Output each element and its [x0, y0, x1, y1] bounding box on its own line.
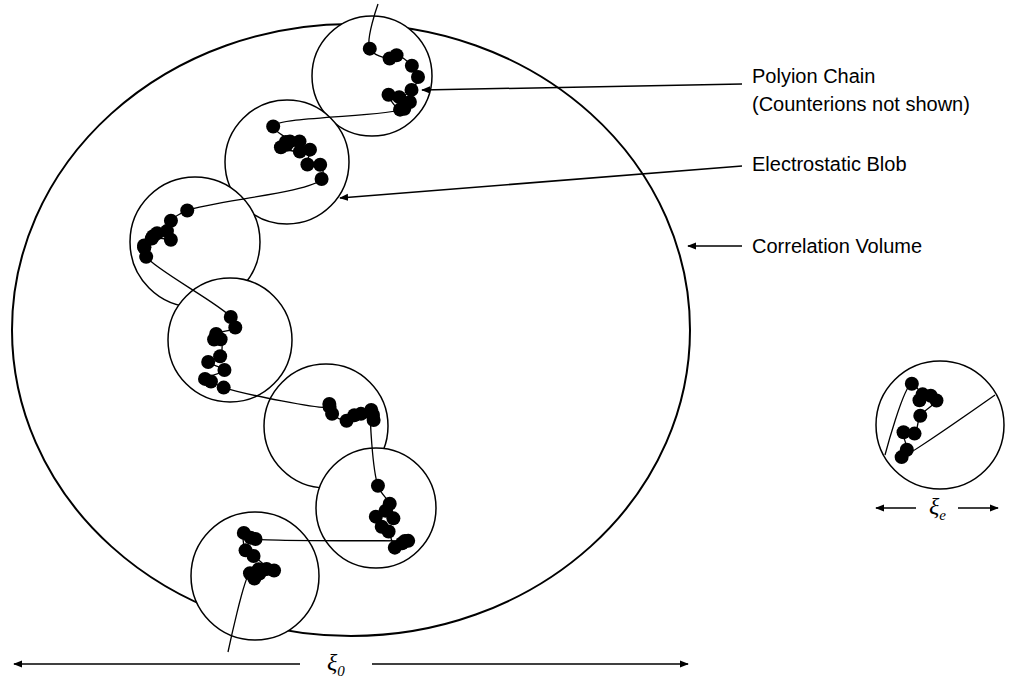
charge-dot [401, 534, 415, 548]
charge-dot [363, 42, 377, 56]
charge-dot [912, 393, 926, 407]
leader-line [340, 166, 742, 198]
charge-dot [228, 320, 242, 334]
leader-line [422, 84, 742, 90]
charge-dot [213, 349, 227, 363]
annotation-label: Correlation Volume [752, 232, 992, 260]
charge-dot [411, 70, 425, 84]
charge-dot [201, 355, 215, 369]
charge-dot [204, 374, 218, 388]
dimension-symbol: ξe [926, 492, 949, 529]
charge-dot [371, 479, 385, 493]
electrostatic-blob [191, 512, 319, 640]
charge-dot [267, 564, 281, 578]
polyion-chain [885, 384, 995, 458]
charge-dot [315, 172, 329, 186]
charge-dot [382, 525, 396, 539]
charge-dot [905, 377, 919, 391]
electrostatic-blob [168, 278, 292, 402]
charge-dot [382, 88, 396, 102]
dimension-arrow [958, 507, 998, 509]
dimension-symbol: ξ0 [324, 648, 348, 682]
charge-dot [139, 250, 153, 264]
annotation-label: Polyion Chain (Counterions not shown) [752, 62, 992, 118]
charge-dot [180, 204, 194, 218]
charge-dot [164, 233, 178, 247]
charge-dot [237, 526, 251, 540]
charge-dot [397, 102, 411, 116]
charge-dot [303, 143, 317, 157]
charge-dot [266, 120, 280, 134]
charge-dot [217, 381, 231, 395]
charge-dot [243, 566, 257, 580]
charge-dot [895, 450, 909, 464]
dimension-arrow [372, 663, 688, 665]
charge-dot [313, 158, 327, 172]
electrostatic-blob [316, 448, 436, 568]
annotation-label: Electrostatic Blob [752, 150, 992, 178]
dimension-arrow [876, 507, 916, 509]
charge-dot [364, 405, 378, 419]
charge-dot [404, 83, 418, 97]
charge-dot [390, 48, 404, 62]
leader-line [688, 245, 742, 247]
charge-dot [897, 425, 911, 439]
electrostatic-blob [876, 361, 1004, 489]
polyion-chain [144, 4, 418, 652]
charge-dot [247, 549, 261, 563]
charge-dot [214, 332, 228, 346]
charge-dot [325, 407, 339, 421]
charge-dot [217, 363, 231, 377]
dimension-arrow [14, 663, 300, 665]
charge-dot [929, 394, 943, 408]
charge-dot [913, 409, 927, 423]
charge-dot [300, 158, 314, 172]
charge-dot [274, 140, 288, 154]
